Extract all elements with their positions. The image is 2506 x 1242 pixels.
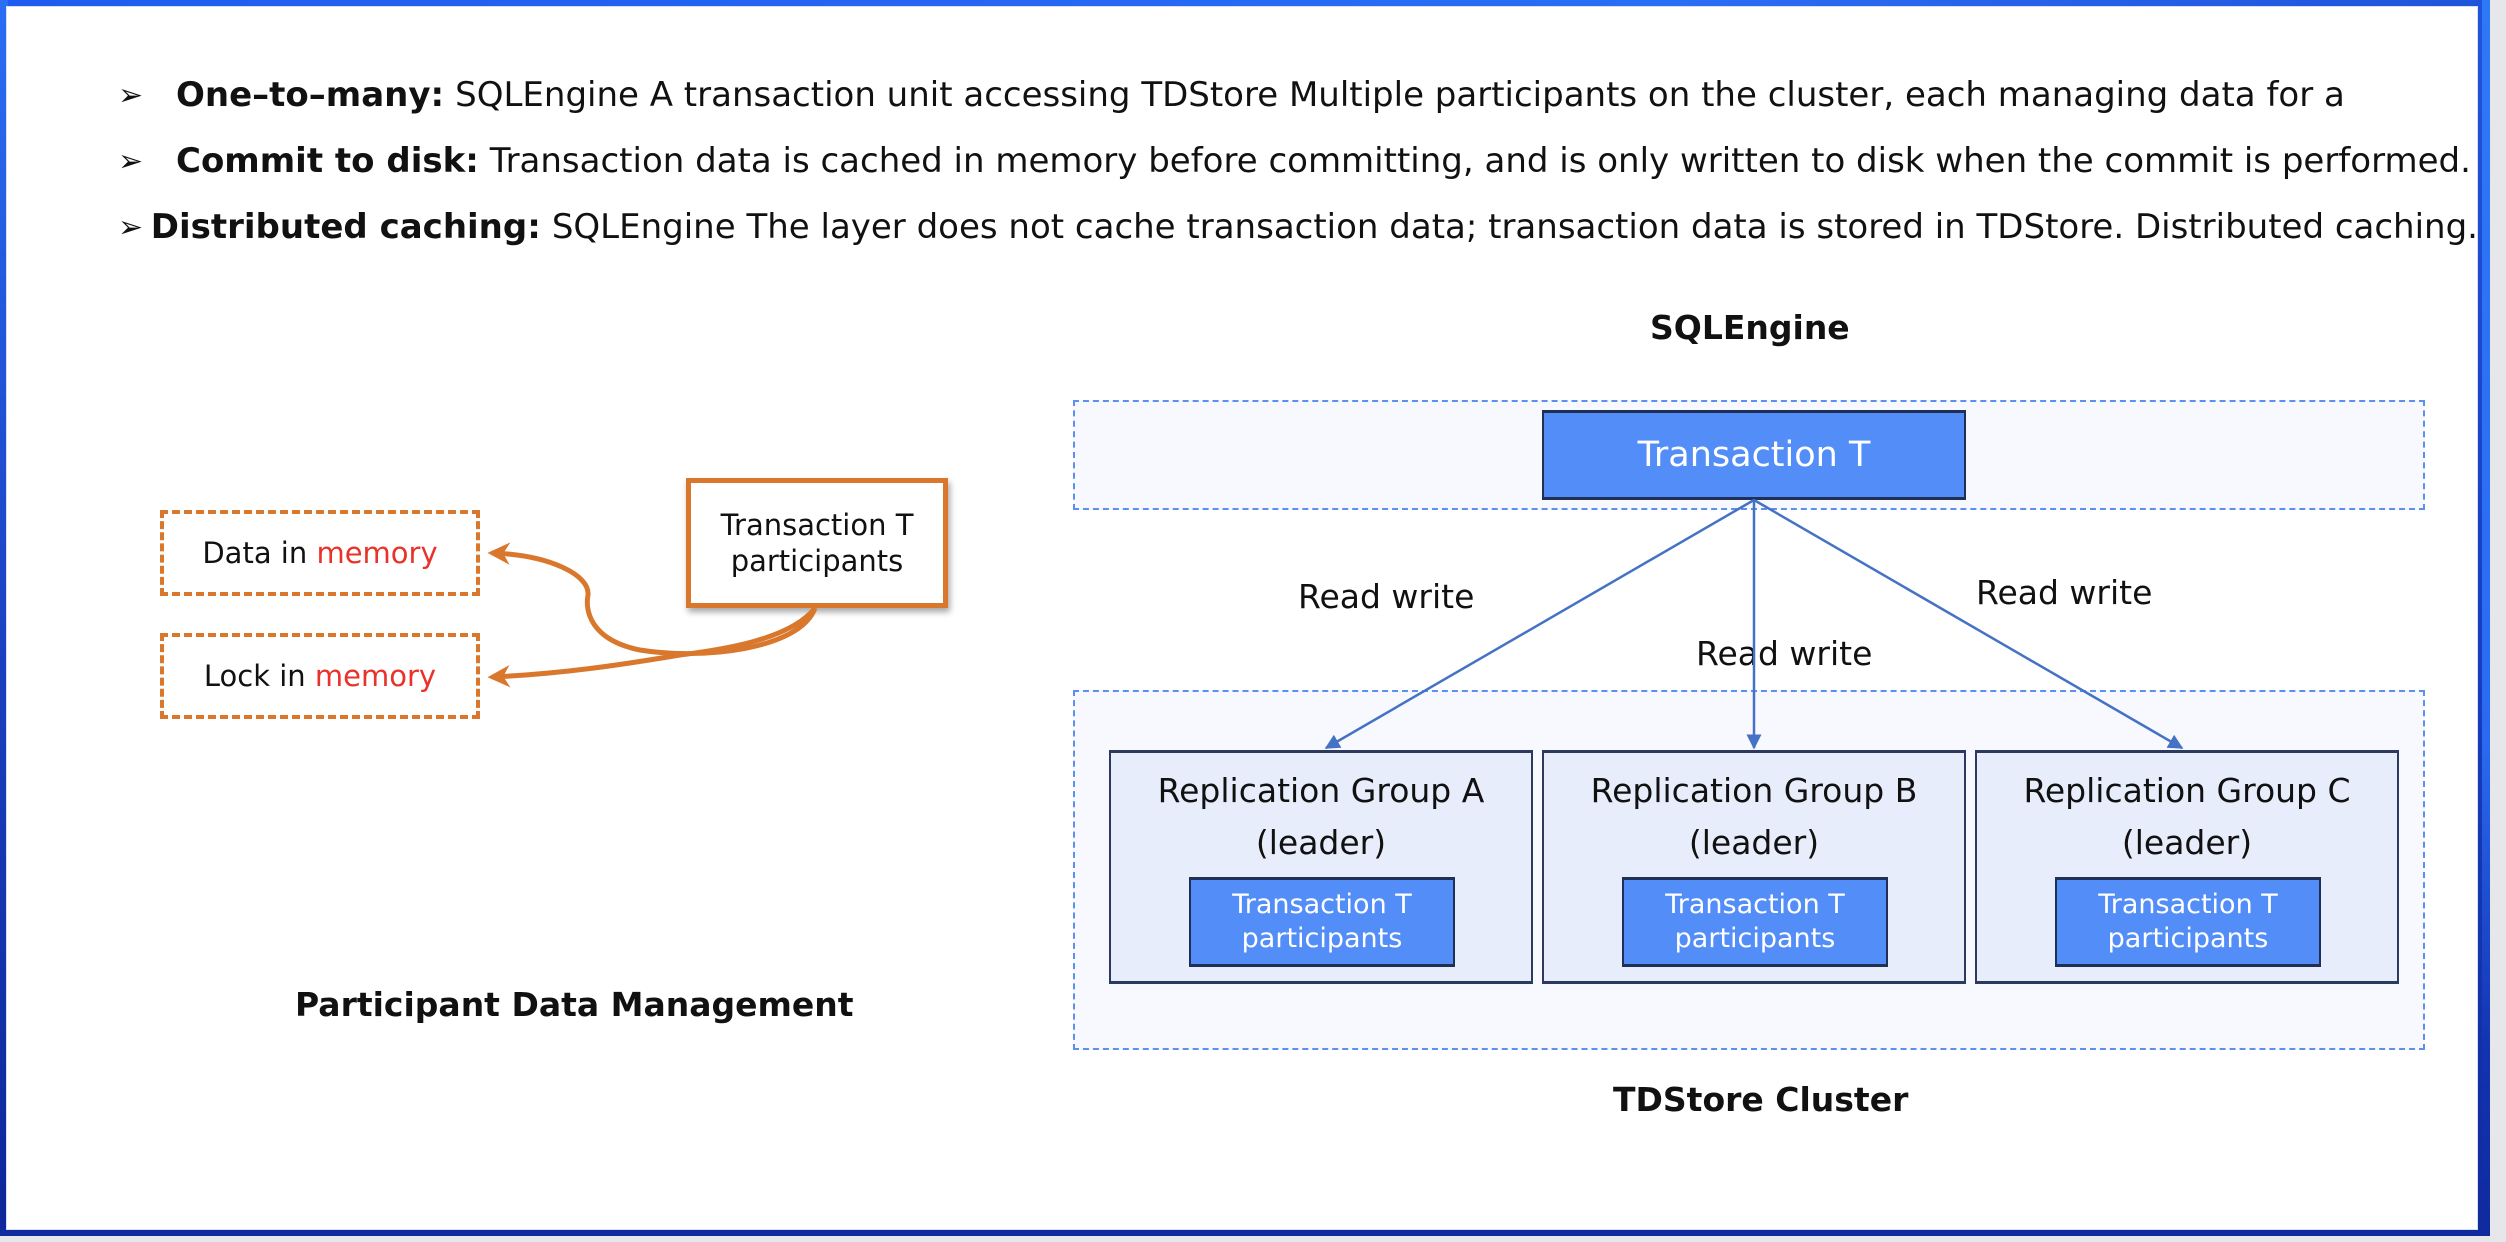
edge-label-read-write-a: Read write	[1298, 577, 1475, 616]
replication-group-name: Replication Group B	[1590, 771, 1918, 810]
group-participant-line1: Transaction T	[1232, 889, 1412, 920]
participant-data-management-caption: Participant Data Management	[295, 985, 854, 1024]
edge-label-read-write-b: Read write	[1696, 634, 1873, 673]
replication-group-name: Replication Group A	[1157, 771, 1485, 810]
replication-group-role: (leader)	[1255, 823, 1387, 862]
group-participant-line1: Transaction T	[2098, 889, 2278, 920]
group-participant-line2: participants	[1674, 923, 1836, 954]
slide-frame-left	[0, 0, 8, 1236]
group-participant-line1: Transaction T	[1665, 889, 1845, 920]
participant-line2: participants	[730, 544, 904, 578]
data-box-prefix: Data in	[202, 536, 317, 570]
participant-line1: Transaction T	[720, 508, 914, 542]
replication-group-a: Replication Group A (leader) Transaction…	[1109, 750, 1533, 984]
transaction-t-box: Transaction T	[1542, 410, 1966, 500]
replication-group-c: Replication Group C (leader) Transaction…	[1975, 750, 2399, 984]
group-participant-line2: participants	[1241, 923, 1403, 954]
bullet-text: SQLEngine The layer does not cache trans…	[551, 207, 2478, 247]
bullet-item: ➢ One–to–many: SQLEngine A transaction u…	[118, 62, 2478, 128]
slide-frame-bottom	[0, 1228, 2490, 1236]
bullet-item: ➢ Distributed caching: SQLEngine The lay…	[118, 194, 2478, 260]
bullet-text: Transaction data is cached in memory bef…	[489, 141, 2471, 181]
slide-frame-right	[2482, 0, 2490, 1236]
group-participant-line2: participants	[2107, 923, 2269, 954]
group-participant-box: Transaction T participants	[1189, 877, 1455, 967]
transaction-participant-box: Transaction T participants	[686, 478, 948, 608]
replication-group-name: Replication Group C	[2023, 771, 2351, 810]
bullet-term: Distributed caching:	[150, 207, 541, 247]
replication-group-role: (leader)	[1688, 823, 1820, 862]
data-in-memory-box: Data in memory	[160, 510, 480, 596]
edge-label-read-write-c: Read write	[1976, 573, 2153, 612]
bullet-arrow-icon: ➢	[118, 209, 144, 245]
bullet-arrow-icon: ➢	[118, 77, 144, 113]
group-participant-box: Transaction T participants	[1622, 877, 1888, 967]
lock-box-prefix: Lock in	[203, 659, 315, 693]
group-participant-box: Transaction T participants	[2055, 877, 2321, 967]
bullet-list: ➢ One–to–many: SQLEngine A transaction u…	[118, 62, 2478, 260]
sqlengine-title: SQLEngine	[1650, 308, 1850, 347]
bullet-arrow-icon: ➢	[118, 143, 144, 179]
bullet-item: ➢ Commit to disk: Transaction data is ca…	[118, 128, 2478, 194]
bullet-text: SQLEngine A transaction unit accessing T…	[455, 75, 2345, 115]
tdstore-cluster-title: TDStore Cluster	[1613, 1080, 1909, 1119]
bullet-term: One–to–many:	[176, 75, 445, 115]
bullet-term: Commit to disk:	[176, 141, 479, 181]
lock-box-highlight: memory	[314, 659, 437, 693]
data-box-highlight: memory	[316, 536, 438, 570]
lock-in-memory-box: Lock in memory	[160, 633, 480, 719]
replication-group-b: Replication Group B (leader) Transaction…	[1542, 750, 1966, 984]
replication-group-role: (leader)	[2121, 823, 2253, 862]
